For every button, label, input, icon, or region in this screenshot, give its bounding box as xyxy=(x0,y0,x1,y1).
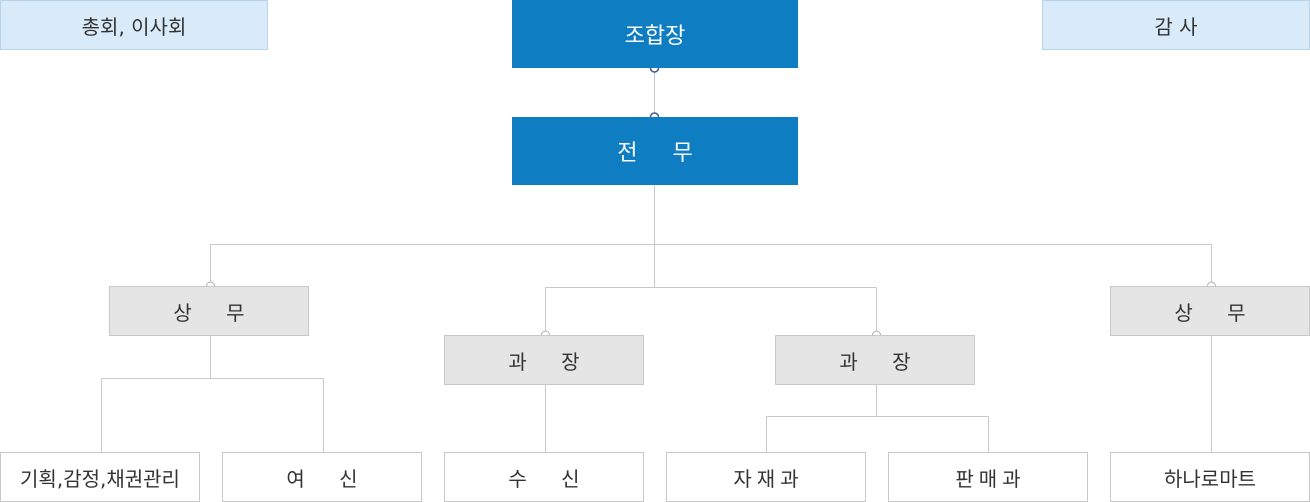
manager-b-box: 과 장 xyxy=(775,335,975,385)
dept-planning-label: 기획,감정,채권관리 xyxy=(20,466,180,491)
manager-b-label: 과 장 xyxy=(839,349,925,374)
dept-deposit-box: 수 신 xyxy=(444,452,644,502)
manager-a-label: 과 장 xyxy=(508,349,594,374)
dept-sales-box: 판매과 xyxy=(888,452,1088,502)
dept-credit-label: 여 신 xyxy=(286,466,372,491)
director-left-label: 상 무 xyxy=(173,300,259,325)
director-left-box: 상 무 xyxy=(109,286,309,336)
dept-sales-label: 판매과 xyxy=(955,466,1026,491)
dept-deposit-label: 수 신 xyxy=(508,466,594,491)
dept-credit-box: 여 신 xyxy=(222,452,422,502)
director-right-label: 상 무 xyxy=(1174,300,1260,325)
auditor-label: 감 사 xyxy=(1154,14,1198,39)
executive-box: 전 무 xyxy=(512,117,798,185)
auditor-box: 감 사 xyxy=(1042,0,1310,50)
executive-label: 전 무 xyxy=(617,141,707,166)
assembly-label: 총회, 이사회 xyxy=(81,14,187,39)
dept-materials-label: 자재과 xyxy=(733,466,804,491)
chairman-box: 조합장 xyxy=(512,0,798,68)
dept-planning-box: 기획,감정,채권관리 xyxy=(0,452,200,502)
assembly-box: 총회, 이사회 xyxy=(0,0,268,50)
dept-mart-box: 하나로마트 xyxy=(1110,452,1310,502)
manager-a-box: 과 장 xyxy=(444,335,644,385)
director-right-box: 상 무 xyxy=(1110,286,1310,336)
dept-materials-box: 자재과 xyxy=(666,452,866,502)
chairman-label: 조합장 xyxy=(624,24,686,49)
dept-mart-label: 하나로마트 xyxy=(1164,466,1256,491)
